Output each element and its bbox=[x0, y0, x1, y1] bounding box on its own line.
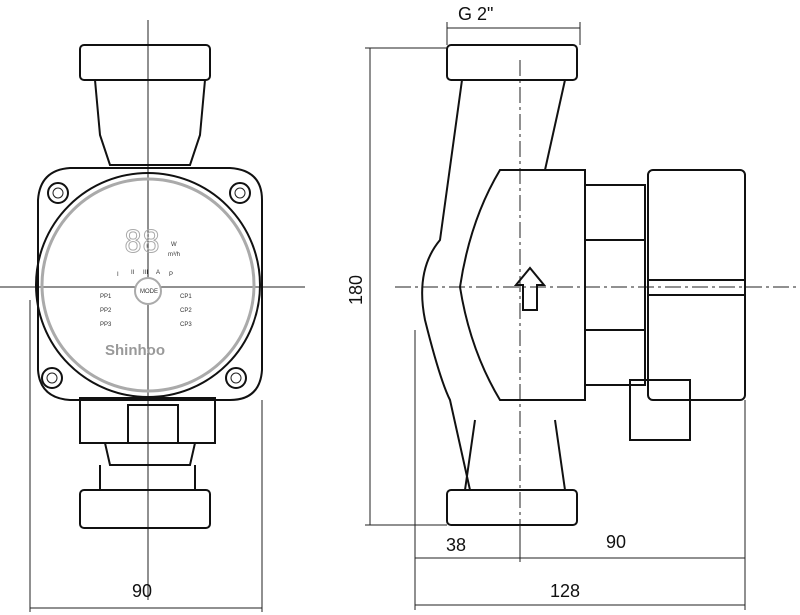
mode-cp2: CP2 bbox=[180, 308, 192, 314]
indicator-a: A bbox=[156, 270, 160, 276]
mode-cp3: CP3 bbox=[180, 322, 192, 328]
brand-logo: Shinhoo bbox=[105, 342, 165, 359]
indicator-i: I bbox=[117, 272, 119, 278]
front-view: 88 W m³/h I II III A P MODE PP1 PP2 PP3 … bbox=[35, 44, 263, 529]
side-view bbox=[421, 44, 746, 526]
mode-pp1: PP1 bbox=[100, 294, 112, 300]
centerlines bbox=[0, 20, 800, 600]
dim-thread: G 2" bbox=[458, 4, 493, 24]
mounting-holes bbox=[41, 182, 251, 389]
display: 88 bbox=[124, 225, 160, 260]
dim-offset-right: 90 bbox=[606, 532, 626, 552]
indicator-p: P bbox=[169, 272, 173, 278]
indicators: I II III A P bbox=[117, 270, 173, 278]
mode-pp3: PP3 bbox=[100, 322, 112, 328]
dim-height: 180 bbox=[346, 275, 366, 305]
indicator-iii: III bbox=[143, 270, 148, 276]
mode-label: MODE bbox=[140, 289, 158, 295]
dimension-lines bbox=[29, 22, 746, 612]
unit-w: W bbox=[171, 242, 177, 248]
dim-total-depth: 128 bbox=[550, 581, 580, 601]
mode-button[interactable]: MODE bbox=[134, 277, 162, 305]
mode-cp1: CP1 bbox=[180, 294, 192, 300]
dim-offset-left: 38 bbox=[446, 535, 466, 555]
dim-front-width: 90 bbox=[132, 581, 152, 601]
mode-pp2: PP2 bbox=[100, 308, 112, 314]
flow-direction-arrow-icon bbox=[513, 266, 547, 311]
indicator-ii: II bbox=[131, 270, 135, 276]
unit-flow: m³/h bbox=[168, 252, 180, 258]
